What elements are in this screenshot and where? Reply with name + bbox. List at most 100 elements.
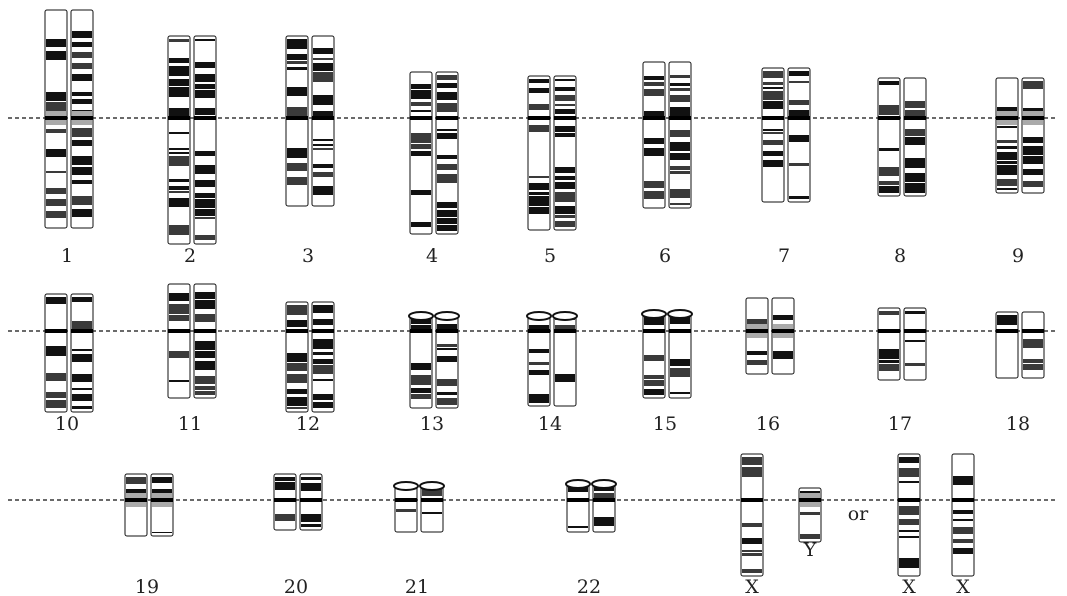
band: [169, 66, 189, 76]
band: [287, 67, 307, 70]
band: [313, 394, 333, 400]
chromatid-right: [151, 474, 173, 536]
band: [555, 133, 575, 137]
chromosome-label-19: 19: [135, 576, 159, 596]
band: [879, 167, 899, 176]
chromosome-label-14: 14: [538, 413, 562, 435]
band: [275, 514, 295, 521]
band: [1023, 81, 1043, 89]
centromere: [878, 116, 900, 120]
chromosome-label-11: 11: [178, 413, 202, 435]
band: [195, 193, 215, 198]
band: [529, 196, 549, 206]
band: [879, 105, 899, 115]
band: [555, 221, 575, 227]
centromere: [125, 498, 147, 502]
band: [46, 346, 66, 356]
band: [742, 569, 762, 573]
band: [1023, 156, 1043, 164]
band: [437, 174, 457, 183]
band: [287, 61, 307, 64]
band: [644, 389, 664, 395]
satellite: [592, 480, 616, 488]
chromatid-right: [1022, 78, 1044, 193]
band: [313, 402, 333, 408]
band: [313, 186, 333, 195]
centromere: [168, 116, 190, 120]
chromosome-pair-15: [642, 310, 692, 398]
band: [644, 82, 664, 86]
band: [437, 202, 457, 208]
band: [72, 167, 92, 175]
chromatid-left: [878, 308, 900, 380]
centromere: [898, 498, 920, 502]
band: [169, 198, 189, 207]
band: [195, 90, 215, 98]
band: [313, 63, 333, 71]
band: [670, 392, 690, 394]
centromere: [274, 498, 296, 502]
band: [555, 126, 575, 132]
band: [879, 364, 899, 371]
band: [195, 180, 215, 187]
band: [313, 144, 333, 146]
chromatid-outline: [528, 76, 550, 230]
band: [555, 215, 575, 218]
chromosome-label-7: 7: [778, 245, 790, 267]
band: [437, 164, 457, 170]
chromosome-pair-9: [996, 78, 1044, 193]
satellite: [394, 482, 418, 490]
band: [152, 532, 172, 533]
band: [953, 539, 973, 543]
centromere: [643, 116, 665, 120]
band: [396, 509, 416, 512]
chromosome-label-16: 16: [756, 413, 780, 435]
band: [72, 374, 92, 382]
chromosome-label-22: 22: [577, 576, 601, 596]
centromere: [996, 116, 1018, 120]
chromatid-right: [904, 78, 926, 196]
band: [899, 457, 919, 463]
band: [747, 351, 767, 355]
chromosome-pair-16: [746, 298, 794, 374]
band: [879, 181, 899, 185]
chromatid-left: [410, 72, 432, 234]
chromatid-left: [527, 312, 551, 406]
chromosome-x-female-1: [898, 454, 920, 576]
chromosome-label-20: 20: [284, 576, 308, 596]
chromosome-set: [45, 10, 1044, 576]
band: [313, 148, 333, 150]
centromere: [300, 498, 322, 502]
centromere: [643, 329, 665, 333]
band: [301, 514, 321, 522]
centromere: [669, 329, 691, 333]
band: [644, 148, 664, 156]
chromosome-label-12: 12: [296, 413, 320, 435]
band: [169, 87, 189, 97]
band: [46, 199, 66, 206]
band: [46, 211, 66, 218]
band: [287, 54, 307, 60]
band: [644, 191, 664, 199]
satellite: [553, 312, 577, 320]
centromere: [669, 116, 691, 120]
band: [287, 305, 307, 315]
band: [529, 370, 549, 375]
band: [287, 374, 307, 383]
chromatid-left: [394, 482, 418, 532]
satellite: [566, 480, 590, 488]
centromere: [762, 116, 784, 120]
band: [72, 388, 92, 390]
centromere: [528, 116, 550, 120]
band: [287, 320, 307, 327]
band: [313, 305, 333, 313]
band: [437, 324, 457, 329]
band: [195, 108, 215, 115]
label-x-female-1: X: [902, 576, 916, 596]
band: [555, 325, 575, 329]
chromosome-pair-14: [527, 312, 577, 406]
band: [1023, 339, 1043, 348]
band: [72, 394, 92, 401]
band: [72, 128, 92, 137]
band: [411, 90, 431, 99]
